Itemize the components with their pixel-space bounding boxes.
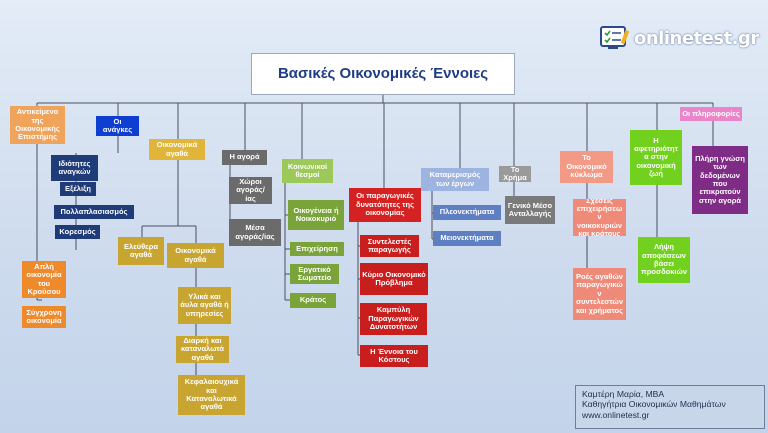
- node-xwroi-agoras: Χώροι αγοράς/ίας: [229, 177, 272, 204]
- node-aplh-oikonomia: Απλή οικονομία του Κρούσου: [22, 261, 66, 298]
- node-oikonomika-agatha-2: Οικονομικά αγαθά: [167, 243, 224, 268]
- node-geniko-meso-antallagis: Γενικό Μέσο Ανταλλαγής: [505, 196, 555, 224]
- node-kefalaiouxika-agatha: Κεφαλαιουχικά και Καταναλωτικά αγαθά: [178, 375, 245, 415]
- node-sxeseis-epixeirisewn: Σχέσεις επιχειρήσεων νοικοκυριών και κρά…: [573, 199, 626, 236]
- node-xrima: Το Χρήμα: [499, 166, 531, 182]
- node-anagkes: Οι ανάγκες: [96, 116, 139, 136]
- brand-name: onlinetest.gr: [634, 27, 759, 49]
- credit-role: Καθηγήτρια Οικονομικών Μαθημάτων: [582, 399, 726, 410]
- brand-logo[interactable]: onlinetest.gr: [600, 22, 760, 54]
- checklist-icon: [600, 26, 629, 49]
- node-syntelestes-paragogis: Συντελεστές παραγωγής: [360, 235, 419, 257]
- node-eleuthera-agatha: Ελεύθερα αγαθά: [118, 237, 164, 265]
- node-roes-agathwn: Ροές αγαθών παραγωγικών συντελεστών και …: [573, 268, 626, 320]
- node-pleonektimata: Πλεονεκτήματα: [433, 205, 501, 220]
- node-kampyli-paragogikwn: Καμπύλη Παραγωγικών Δυνατοτήτων: [360, 303, 427, 335]
- node-meionektimata: Μειονεκτήματα: [433, 231, 501, 246]
- credit-author: Καμτέρη Μαρία, ΜΒΑ: [582, 389, 665, 399]
- node-paragogikes-dynatotites: Οι παραγωγικές δυνατότητες της οικονομία…: [349, 188, 421, 222]
- node-ennoia-kostous: Η Έννοια του Κόστους: [360, 345, 428, 367]
- node-oikonomika-agatha: Οικονομικά αγαθά: [149, 139, 205, 160]
- node-pliris-gnwsi: Πλήρη γνώση των δεδομένων που επικρατούν…: [692, 146, 748, 214]
- node-sygxroni-oikonomia: Σύγχρονη οικονομία: [22, 306, 66, 328]
- node-agora: Η αγορά: [222, 150, 267, 165]
- node-oikogeneia: Οικογένεια ή Νοικοκυριό: [288, 200, 344, 230]
- node-oikonomiko-kyklwma: Το Οικονομικό κύκλωμα: [560, 151, 613, 183]
- node-mesa-agoras: Μέσα αγοράς/ίας: [229, 219, 281, 246]
- node-kyrio-provlima: Κύριο Οικονομικό Πρόβλημα: [360, 263, 428, 295]
- node-afeteriotita: Η αφετηριότητα στην οικονομική ζωή: [630, 130, 682, 185]
- node-epixeirisi: Επιχείρηση: [290, 242, 344, 256]
- credit-website[interactable]: www.onlinetest.gr: [582, 409, 650, 420]
- node-antikeimeno: Αντικείμενο της Οικονομικής Επιστήμης: [10, 106, 65, 144]
- node-ergatiko-swmateio: Εργατικό Σωματείο: [290, 264, 339, 284]
- node-koresmos: Κορεσμός: [55, 225, 100, 239]
- node-plirofories: Οι πληροφορίες: [680, 107, 742, 121]
- node-kratos: Κράτος: [290, 293, 336, 308]
- node-pollaplasiasmos: Πολλαπλασιασμός: [54, 205, 134, 219]
- author-credits: Καμτέρη Μαρία, ΜΒΑ Καθηγήτρια Οικονομικώ…: [575, 385, 765, 429]
- node-idiotites-anagkwn: Ιδιότητες αναγκών: [51, 155, 98, 181]
- node-exelixi: Εξέλιξη: [60, 182, 96, 196]
- node-katamerismos-ergwn: Καταμερισμός των έργων: [421, 168, 489, 191]
- node-ylika-agatha: Υλικά και άυλα αγαθά ή υπηρεσίες: [178, 287, 231, 324]
- page-title: Βασικές Οικονομικές Έννοιες: [251, 53, 515, 95]
- node-koinonikoi-thesmoi: Κοινωνικοί θεσμοί: [282, 159, 333, 183]
- node-diarki-agatha: Διαρκή και καταναλωτά αγαθά: [176, 336, 229, 363]
- node-lipsi-apofasewn: Λήψη αποφάσεων βάσει προσδοκιών: [638, 237, 690, 283]
